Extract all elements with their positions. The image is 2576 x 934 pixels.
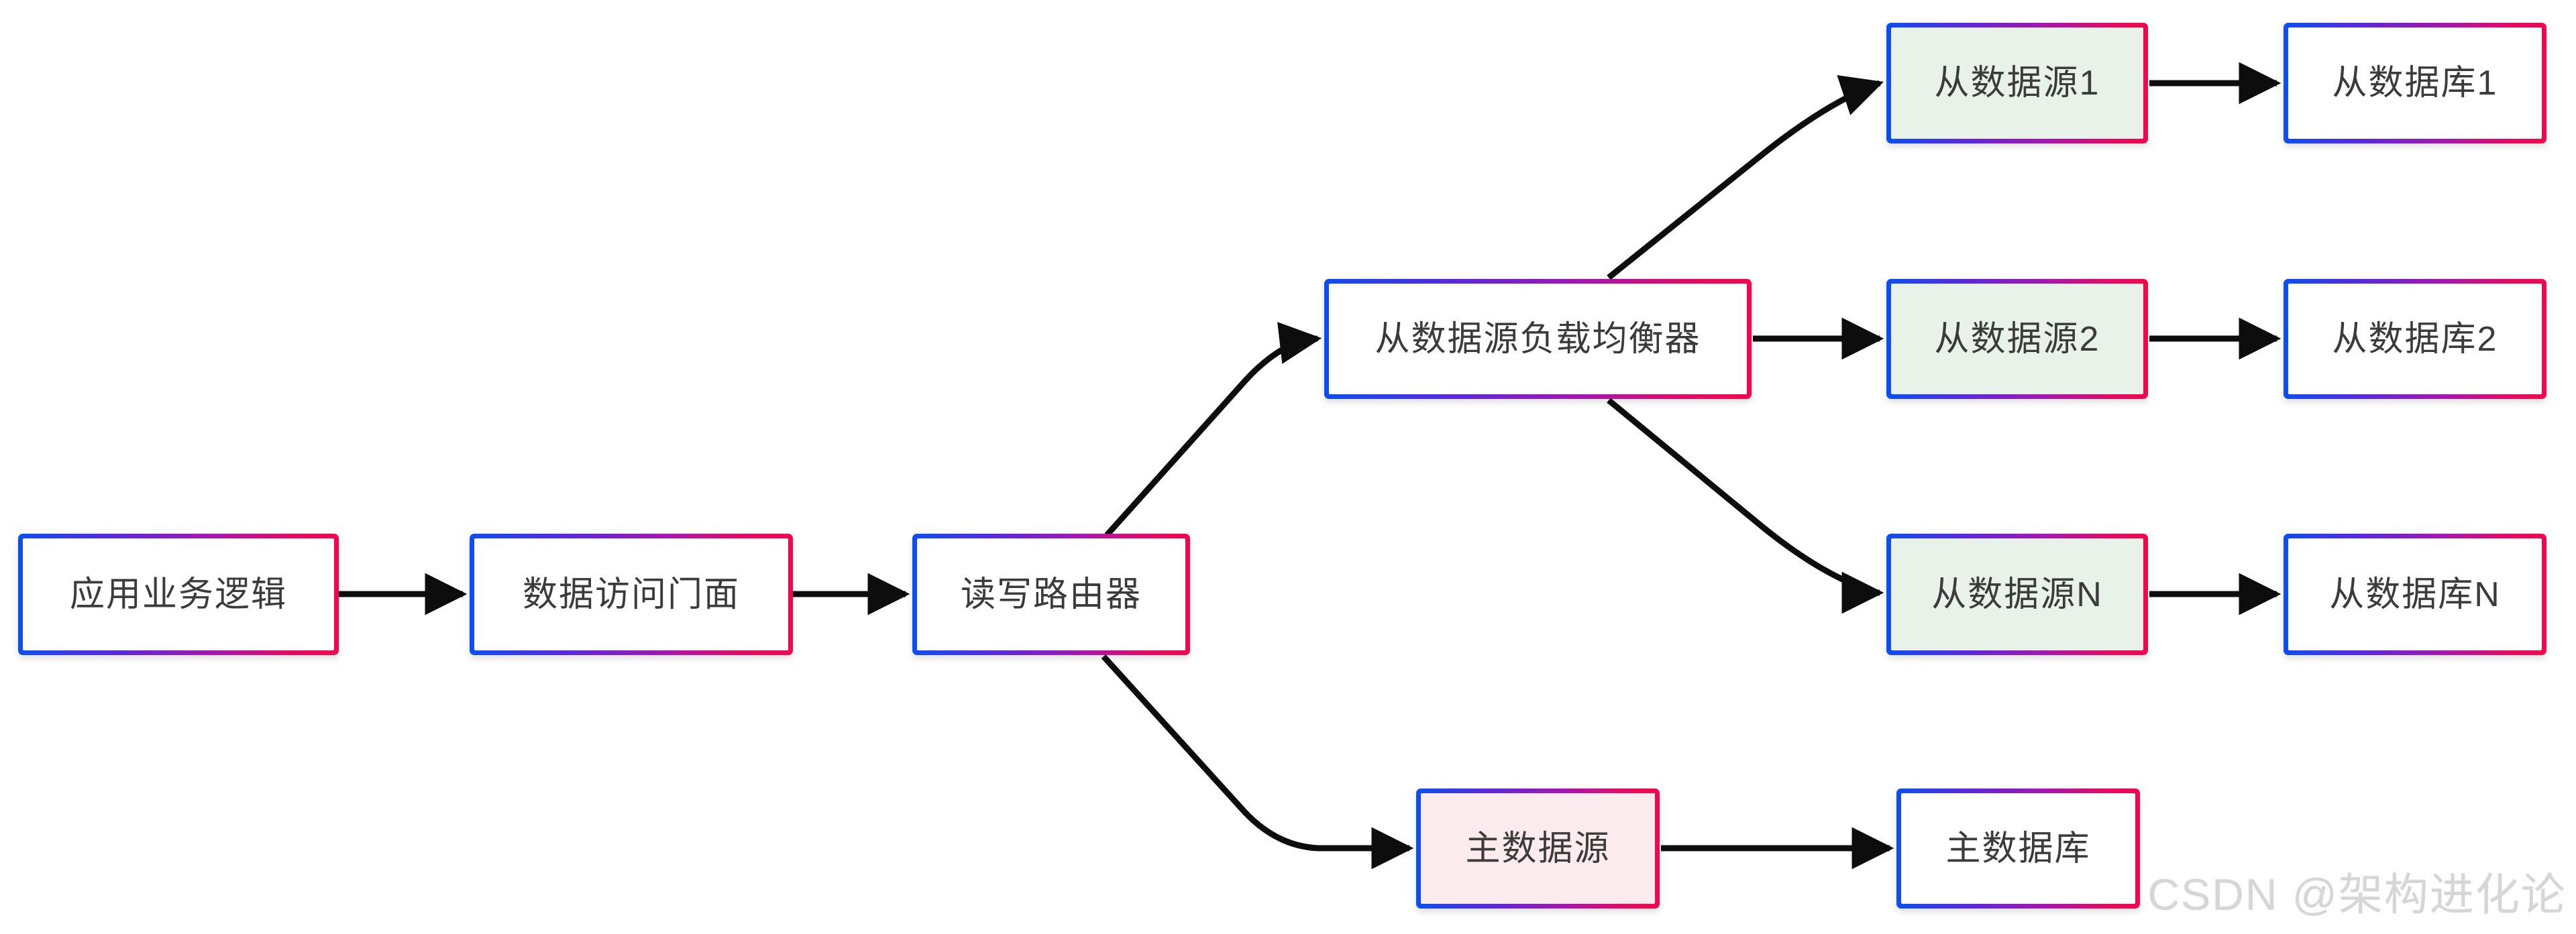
node-label: 应用业务逻辑 (69, 575, 287, 614)
node-slave-db-n-body: 从数据库N (2288, 538, 2542, 650)
node-slave-source-n-body: 从数据源N (1891, 538, 2143, 650)
edge-lb-to-slaveN (1607, 398, 1884, 614)
node-app-business-logic-body: 应用业务逻辑 (23, 538, 334, 650)
node-label: 数据访问门面 (522, 575, 740, 614)
node-label: 从数据源2 (1934, 319, 2100, 359)
node-read-write-router-body: 读写路由器 (917, 538, 1185, 650)
node-data-access-facade-body: 数据访问门面 (474, 538, 788, 650)
node-master-source-body: 主数据源 (1421, 793, 1655, 904)
node-label: 读写路由器 (960, 575, 1142, 614)
node-slave-load-balancer-body: 从数据源负载均衡器 (1329, 284, 1747, 394)
node-slave-db-2: 从数据库2 (2284, 279, 2546, 399)
edge-router-to-master (1101, 654, 1414, 870)
node-master-source: 主数据源 (1416, 789, 1660, 909)
edge-lb-to-slave1 (1607, 75, 1884, 280)
node-slave-source-1-body: 从数据源1 (1891, 27, 2143, 139)
node-slave-source-2-body: 从数据源2 (1891, 284, 2143, 394)
node-label: 主数据库 (1945, 829, 2091, 868)
node-label: 从数据库2 (2332, 319, 2498, 359)
node-label: 主数据源 (1465, 829, 1611, 868)
csdn-watermark: CSDN @架构进化论 (2147, 870, 2567, 919)
node-master-db-body: 主数据库 (1901, 793, 2135, 904)
edge-router-to-lb (1104, 322, 1322, 538)
node-data-access-facade: 数据访问门面 (470, 534, 793, 655)
node-slave-source-1: 从数据源1 (1886, 23, 2148, 143)
node-label: 从数据源N (1931, 575, 2103, 614)
node-slave-source-2: 从数据源2 (1886, 279, 2148, 399)
node-slave-db-n: 从数据库N (2284, 534, 2546, 655)
node-master-db: 主数据库 (1896, 789, 2140, 909)
node-app-business-logic: 应用业务逻辑 (18, 534, 339, 655)
node-label: 从数据源1 (1934, 64, 2100, 103)
node-slave-db-1-body: 从数据库1 (2288, 27, 2542, 139)
node-label: 从数据库1 (2332, 64, 2498, 103)
node-label: 从数据源负载均衡器 (1375, 319, 1701, 359)
node-slave-source-n: 从数据源N (1886, 534, 2148, 655)
node-slave-db-1: 从数据库1 (2284, 23, 2546, 143)
node-slave-db-2-body: 从数据库2 (2288, 284, 2542, 394)
node-read-write-router: 读写路由器 (912, 534, 1190, 655)
node-label: 从数据库N (2329, 575, 2501, 614)
node-slave-load-balancer: 从数据源负载均衡器 (1324, 279, 1752, 399)
